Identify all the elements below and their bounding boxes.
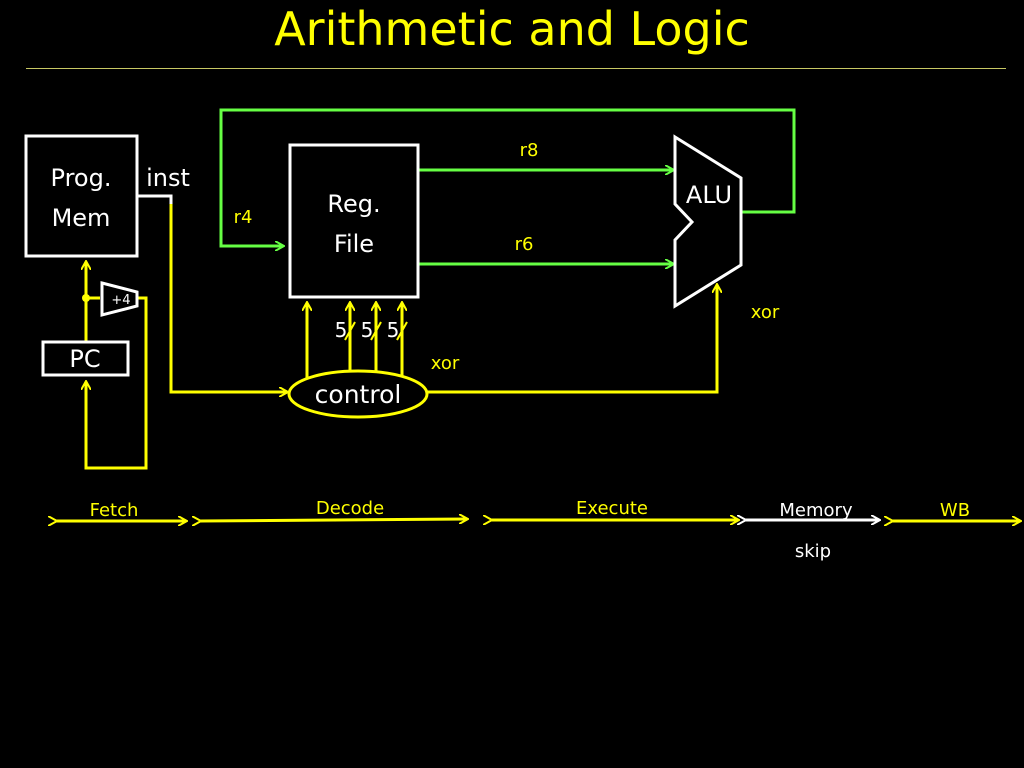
inst-label: inst bbox=[146, 164, 190, 192]
adder-to-pc-wire bbox=[86, 296, 148, 470]
inst-wire-top bbox=[138, 194, 173, 204]
prog-mem-block bbox=[24, 134, 139, 258]
prog-mem-label-line2: Mem bbox=[52, 204, 111, 232]
reg-file-label-line1: Reg. bbox=[327, 190, 380, 218]
alu-writeback-wire bbox=[219, 108, 796, 246]
plus4-adder-block bbox=[100, 281, 139, 317]
prog-mem-label-line1: Prog. bbox=[51, 164, 112, 192]
fetch-stage-label: Fetch bbox=[90, 500, 139, 521]
reg-file-block bbox=[288, 143, 420, 299]
bus-slash-3 bbox=[396, 321, 408, 341]
memory-skip-label: skip bbox=[795, 541, 831, 562]
slide-title: Arithmetic and Logic bbox=[274, 2, 750, 56]
inst-to-control-wire bbox=[169, 204, 287, 392]
alu-label: ALU bbox=[686, 181, 732, 209]
alu-block bbox=[673, 134, 743, 309]
decode-stage-label: Decode bbox=[316, 498, 384, 519]
decode-stage-arrow bbox=[200, 519, 467, 521]
xor-alu-label: xor bbox=[751, 302, 780, 323]
reg-file-label-line2: File bbox=[334, 230, 374, 258]
control-unit bbox=[287, 369, 429, 419]
memory-stage-label: Memory bbox=[779, 500, 853, 521]
r4-label: r4 bbox=[234, 207, 253, 228]
control-unit-label: control bbox=[315, 380, 402, 409]
title-divider bbox=[26, 68, 1006, 69]
pc-block bbox=[41, 340, 130, 377]
reg-select-width-2: 5 bbox=[361, 318, 374, 342]
xor-control-label: xor bbox=[431, 353, 460, 374]
r8-label: r8 bbox=[520, 140, 539, 161]
reg-select-width-3: 5 bbox=[387, 318, 400, 342]
pc-label: PC bbox=[69, 345, 100, 373]
r6-label: r6 bbox=[515, 234, 534, 255]
execute-stage-label: Execute bbox=[576, 498, 648, 519]
pc-junction-dot bbox=[82, 294, 90, 302]
bus-slash-2 bbox=[370, 321, 382, 341]
control-to-alu-wire bbox=[427, 285, 717, 394]
reg-select-width-1: 5 bbox=[335, 318, 348, 342]
wb-stage-label: WB bbox=[940, 500, 970, 521]
bus-slash-1 bbox=[344, 321, 356, 341]
plus4-adder-label: +4 bbox=[111, 293, 130, 308]
